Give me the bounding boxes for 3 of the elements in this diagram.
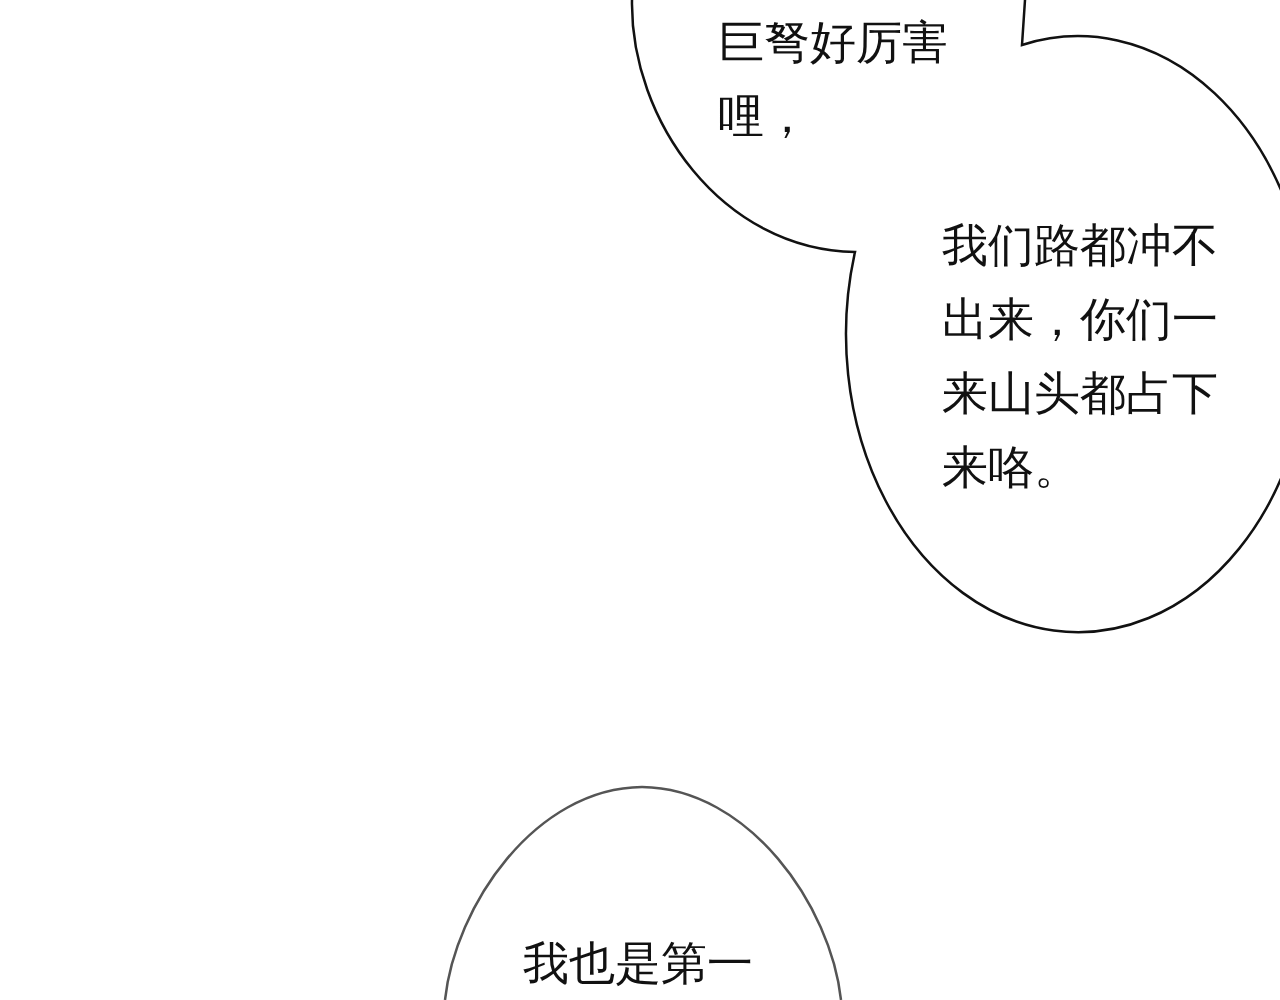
bubble-text: 我也是第一 [523,935,754,992]
bubble-text: 巨弩好厉害哩， [718,14,949,145]
bubble-text: 我们路都冲不出来，你们一来山头都占下来咯。 [942,217,1219,496]
